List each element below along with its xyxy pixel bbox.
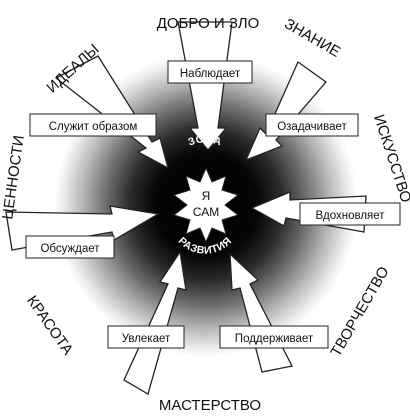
action-text-dobro: Наблюдает	[180, 68, 241, 80]
action-text-masterstvo: Поддерживает	[235, 333, 314, 345]
action-text-tsennosti: Обсуждает	[40, 243, 100, 255]
sphere-label-znanie: ЗНАНИЕ	[281, 15, 343, 60]
arrow-idealy	[54, 55, 170, 170]
arrows-group	[5, 21, 367, 395]
action-label-znanie: Озадачивает	[265, 113, 359, 137]
self-label-line1: Я	[202, 189, 211, 203]
self-label-line2: САМ	[193, 205, 219, 219]
action-label-dobro: Наблюдает	[167, 60, 253, 84]
action-text-tvorchestvo: Вдохновляет	[315, 210, 385, 222]
action-text-krasota: Увлекает	[122, 333, 171, 345]
action-label-tvorchestvo: Вдохновляет	[299, 202, 401, 226]
action-label-idealy: Служит образом	[29, 113, 157, 137]
action-text-znanie: Озадачивает	[277, 121, 347, 133]
arrow-krasota	[123, 250, 187, 395]
sphere-label-dobro: ДОБРО И ЗЛО	[157, 15, 260, 32]
self-star	[172, 166, 240, 244]
action-label-krasota: Увлекает	[107, 325, 185, 349]
action-text-idealy: Служит образом	[49, 121, 138, 133]
action-label-tsennosti: Обсуждает	[25, 235, 115, 259]
arrow-dobro	[177, 21, 233, 152]
sphere-label-krasota: КРАСОТА	[23, 293, 76, 359]
sphere-label-iskusstvo: ИСКУССТВО	[370, 112, 410, 204]
action-label-masterstvo: Поддерживает	[219, 325, 329, 349]
sphere-label-tsennosti: ЦЕННОСТИ	[0, 134, 28, 220]
sphere-label-masterstvo: МАСТЕРСТВО	[159, 397, 261, 414]
